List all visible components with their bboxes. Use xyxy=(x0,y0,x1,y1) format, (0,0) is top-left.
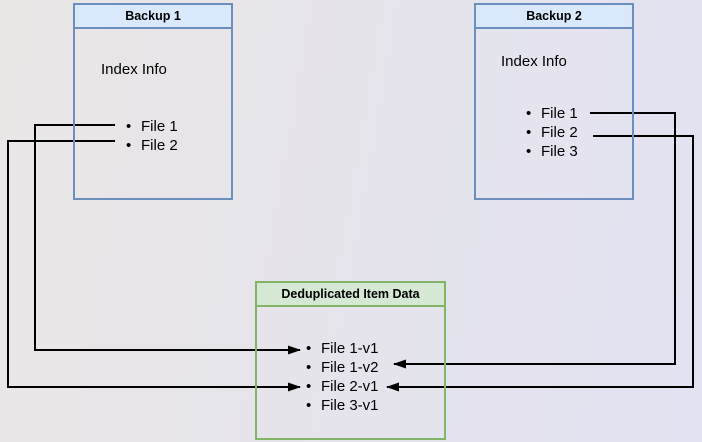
backup2-subtitle: Index Info xyxy=(501,53,567,70)
list-item: File 2 xyxy=(126,136,178,155)
dedup-box: Deduplicated Item Data File 1-v1 File 1-… xyxy=(255,281,446,440)
list-item: File 3 xyxy=(526,142,578,161)
dedup-title: Deduplicated Item Data xyxy=(257,283,444,307)
backup2-title: Backup 2 xyxy=(476,5,632,29)
list-item: File 1 xyxy=(126,117,178,136)
list-item: File 3-v1 xyxy=(306,396,379,415)
backup1-title: Backup 1 xyxy=(75,5,231,29)
list-item: File 1 xyxy=(526,104,578,123)
backup1-file-list: File 1 File 2 xyxy=(126,117,178,155)
backup2-box: Backup 2 Index Info File 1 File 2 File 3 xyxy=(474,3,634,200)
backup2-file-list: File 1 File 2 File 3 xyxy=(526,104,578,161)
backup1-subtitle: Index Info xyxy=(101,61,167,78)
backup1-box: Backup 1 Index Info File 1 File 2 xyxy=(73,3,233,200)
list-item: File 2 xyxy=(526,123,578,142)
list-item: File 1-v2 xyxy=(306,358,379,377)
list-item: File 1-v1 xyxy=(306,339,379,358)
dedup-item-list: File 1-v1 File 1-v2 File 2-v1 File 3-v1 xyxy=(306,339,379,415)
list-item: File 2-v1 xyxy=(306,377,379,396)
